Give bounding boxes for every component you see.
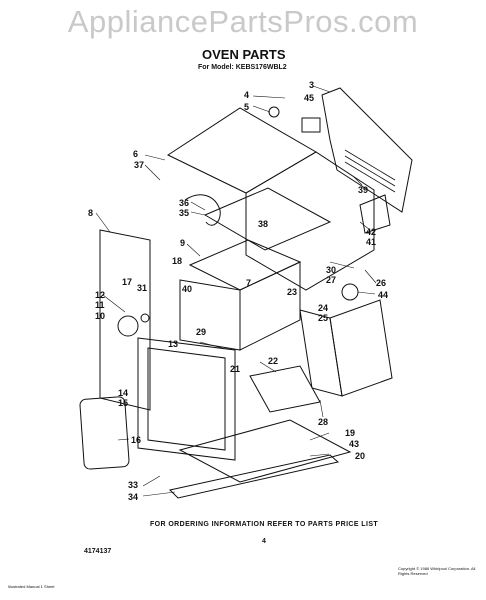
- callout-25: 25: [318, 313, 328, 323]
- bushing-5: [268, 106, 280, 118]
- heating-element: [184, 194, 221, 226]
- callout-19: 19: [345, 428, 355, 438]
- callout-27: 27: [326, 275, 336, 285]
- bracket-45: [301, 117, 321, 133]
- callout-21: 21: [230, 364, 240, 374]
- callout-23: 23: [287, 287, 297, 297]
- oven-liner-side: [239, 261, 301, 351]
- callout-36: 36: [179, 198, 189, 208]
- callout-9: 9: [180, 238, 185, 248]
- callout-11: 11: [95, 300, 105, 310]
- callout-41: 41: [366, 237, 376, 247]
- oven-wrapper-right: [245, 151, 375, 291]
- knob-10: [117, 315, 139, 337]
- callout-13: 13: [168, 339, 178, 349]
- callout-43: 43: [349, 439, 359, 449]
- grommet-44: [341, 283, 359, 301]
- callout-38: 38: [258, 219, 268, 229]
- part-callouts: 3 4 5 45 6 37 36 35 38 39 42 41 8 9 7 30…: [88, 80, 388, 502]
- callout-42: 42: [366, 227, 376, 237]
- top-panel: [166, 107, 317, 194]
- door-panel-inner: [299, 309, 343, 397]
- callout-31: 31: [137, 283, 147, 293]
- watermark-text: AppliancePartsPros.com: [67, 4, 419, 39]
- callout-29: 29: [196, 327, 206, 337]
- callout-35: 35: [179, 208, 189, 218]
- rear-panel: [321, 87, 413, 213]
- callout-16: 16: [131, 435, 141, 445]
- small-note: Illustrated Manual 1 Sheet: [8, 584, 55, 589]
- bracket-42: [359, 194, 391, 234]
- bottom-panel: [178, 419, 352, 483]
- callout-5: 5: [244, 102, 249, 112]
- front-frame: [137, 337, 236, 461]
- copyright-note: Copyright © 1986 Whirlpool Corporation. …: [398, 566, 476, 576]
- callout-17: 17: [122, 277, 132, 287]
- front-frame-inner: [147, 347, 226, 451]
- kick-plate: [168, 454, 340, 499]
- callout-3: 3: [309, 80, 314, 90]
- side-panel-left: [99, 229, 151, 411]
- model-subtitle: For Model: KEBS176WBL2: [198, 64, 287, 71]
- callout-6: 6: [133, 149, 138, 159]
- knob-11: [140, 313, 150, 323]
- callout-34: 34: [128, 492, 138, 502]
- callout-18: 18: [172, 256, 182, 266]
- callout-33: 33: [128, 480, 138, 490]
- callout-44: 44: [378, 290, 388, 300]
- bracket-22: [249, 365, 321, 413]
- diagram-title: OVEN PARTS: [202, 47, 286, 62]
- callout-37: 37: [134, 160, 144, 170]
- leader-lines: [95, 85, 377, 497]
- document-number: 4174137: [84, 548, 112, 555]
- callout-10: 10: [95, 311, 105, 321]
- door-gasket: [79, 396, 130, 470]
- callout-4: 4: [244, 90, 249, 100]
- callout-20: 20: [355, 451, 365, 461]
- callout-26: 26: [376, 278, 386, 288]
- inner-top: [203, 187, 332, 251]
- callout-22: 22: [268, 356, 278, 366]
- callout-39: 39: [358, 185, 368, 195]
- callout-12: 12: [95, 290, 105, 300]
- oven-liner-top: [188, 239, 302, 291]
- callout-7: 7: [246, 278, 251, 288]
- callout-45: 45: [304, 93, 314, 103]
- ordering-note: FOR ORDERING INFORMATION REFER TO PARTS …: [150, 521, 379, 528]
- callout-24: 24: [318, 303, 328, 313]
- page-number: 4: [262, 538, 266, 545]
- callout-15: 15: [118, 398, 128, 408]
- callout-14: 14: [118, 388, 128, 398]
- callout-8: 8: [88, 208, 93, 218]
- rear-panel-vents: [344, 149, 396, 193]
- callout-40: 40: [182, 284, 192, 294]
- callout-30: 30: [326, 265, 336, 275]
- callout-28: 28: [318, 417, 328, 427]
